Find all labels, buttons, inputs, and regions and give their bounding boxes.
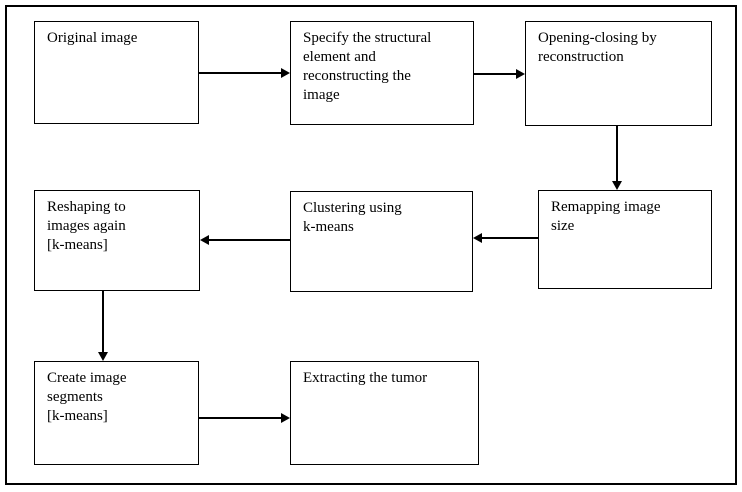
node-opening-closing-by-reconstruction: Opening-closing by reconstruction [525,21,712,126]
diagram-outer-border [5,5,737,485]
arrow-opening-to-remapping-line [616,126,618,182]
node-remapping-image-size: Remapping image size [538,190,712,289]
arrow-remapping-to-clustering-head-icon [473,233,482,243]
node-clustering-using-kmeans: Clustering using k-means [290,191,473,292]
node-specify-structural-element: Specify the structural element and recon… [290,21,474,125]
node-reshaping-to-images-again: Reshaping to images again [k-means] [34,190,200,291]
arrow-clustering-to-reshaping-line [208,239,290,241]
arrow-original-to-specify-line [199,72,282,74]
arrow-create-to-extracting-head-icon [281,413,290,423]
arrow-specify-to-opening-head-icon [516,69,525,79]
arrow-remapping-to-clustering-line [481,237,538,239]
arrow-create-to-extracting-line [199,417,282,419]
arrow-reshaping-to-create-head-icon [98,352,108,361]
arrow-clustering-to-reshaping-head-icon [200,235,209,245]
node-extracting-the-tumor: Extracting the tumor [290,361,479,465]
arrow-specify-to-opening-line [474,73,517,75]
arrow-reshaping-to-create-line [102,291,104,353]
arrow-opening-to-remapping-head-icon [612,181,622,190]
arrow-original-to-specify-head-icon [281,68,290,78]
node-create-image-segments: Create image segments [k-means] [34,361,199,465]
node-original-image: Original image [34,21,199,124]
